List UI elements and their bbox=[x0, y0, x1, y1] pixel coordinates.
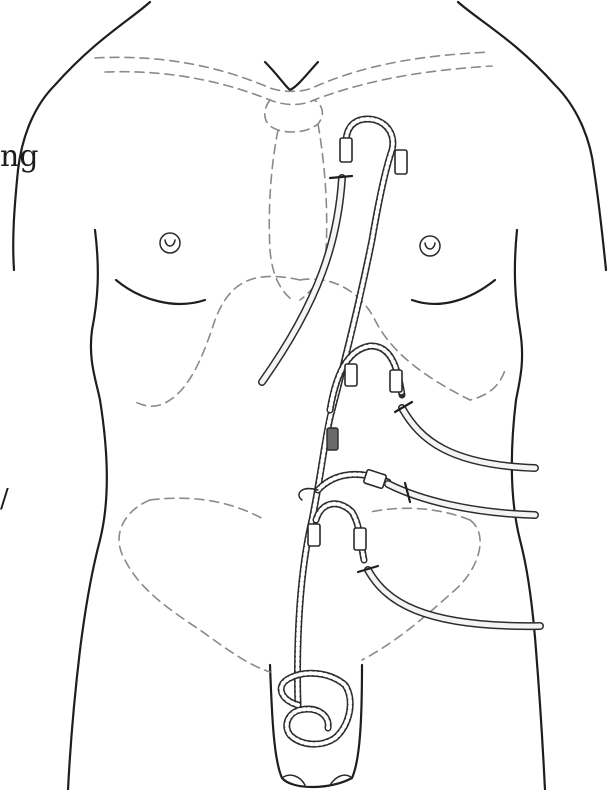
coiled-catheter bbox=[281, 673, 350, 744]
cropped-text-fragment-upper: ng bbox=[0, 142, 39, 172]
right-nipple bbox=[420, 236, 440, 256]
main-shunt-catheter bbox=[298, 119, 407, 705]
left-nipple bbox=[160, 233, 180, 253]
valve-chamber bbox=[327, 428, 338, 450]
drain-1 bbox=[330, 346, 535, 468]
drain-3 bbox=[308, 504, 540, 626]
cropped-text-fragment-middle: / bbox=[0, 486, 9, 512]
